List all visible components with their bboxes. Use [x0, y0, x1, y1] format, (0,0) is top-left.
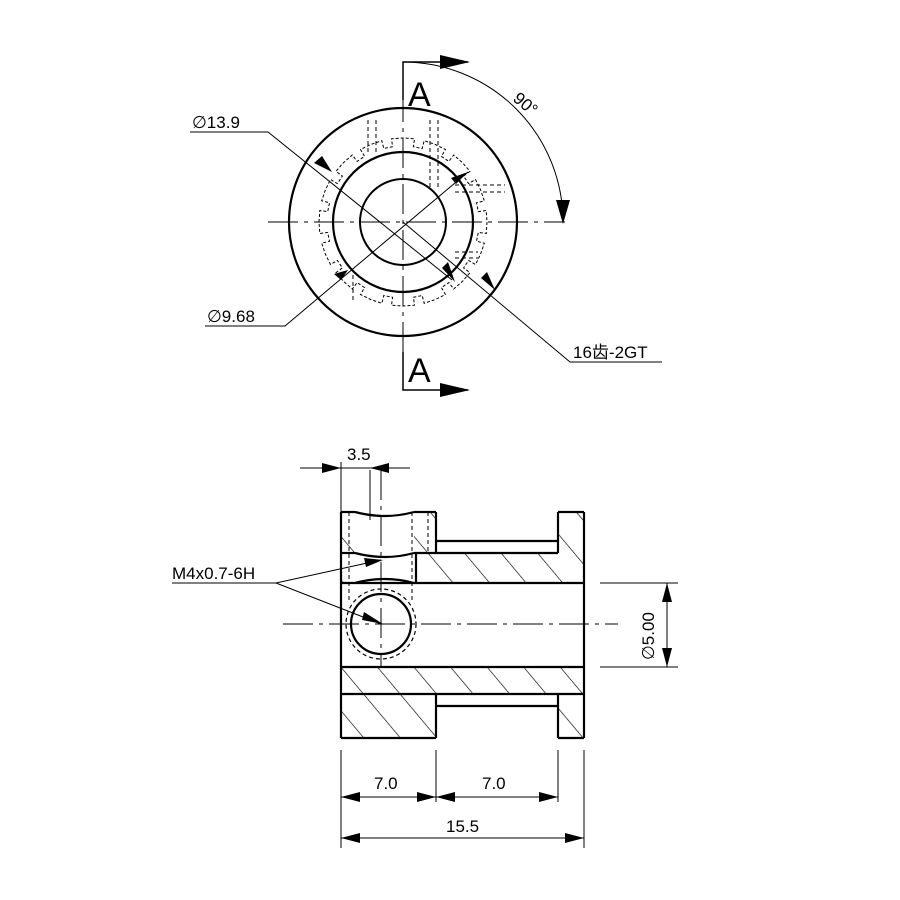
hidden-lines — [352, 120, 505, 300]
side-outline — [339, 510, 586, 740]
section-arrow-top — [440, 55, 470, 69]
angle-label: 90° — [509, 89, 541, 120]
angle-arc — [402, 61, 564, 223]
side-centerlines — [283, 470, 618, 668]
inner-diameter-label: ∅9.68 — [207, 307, 255, 326]
hidden-teeth-outline — [318, 137, 488, 307]
section-mark-top: A — [408, 76, 431, 114]
hub-circle — [331, 150, 475, 294]
outer-diameter-leader — [190, 131, 453, 281]
outer-diameter-label: ∅13.9 — [192, 113, 240, 132]
teeth-label: 16齿-2GT — [573, 343, 648, 362]
tooth-profile — [318, 137, 488, 307]
inner-diameter-leader — [205, 171, 469, 327]
teeth-leader — [402, 221, 662, 363]
section-arrow-bottom — [440, 383, 470, 397]
teeth-length-label: 7.0 — [482, 774, 506, 793]
front-view — [190, 55, 662, 397]
hub-length-label: 7.0 — [374, 774, 398, 793]
section-mark-bottom: A — [408, 352, 431, 390]
outer-circle — [287, 106, 519, 338]
flange-width-label: 3.5 — [347, 445, 371, 464]
thread-hidden-lines — [348, 512, 429, 600]
total-length-label: 15.5 — [446, 817, 479, 836]
thread-label: M4x0.7-6H — [172, 564, 255, 583]
bore-label: ∅5.00 — [639, 612, 658, 660]
side-view — [172, 462, 678, 848]
bore-circle — [359, 178, 447, 266]
